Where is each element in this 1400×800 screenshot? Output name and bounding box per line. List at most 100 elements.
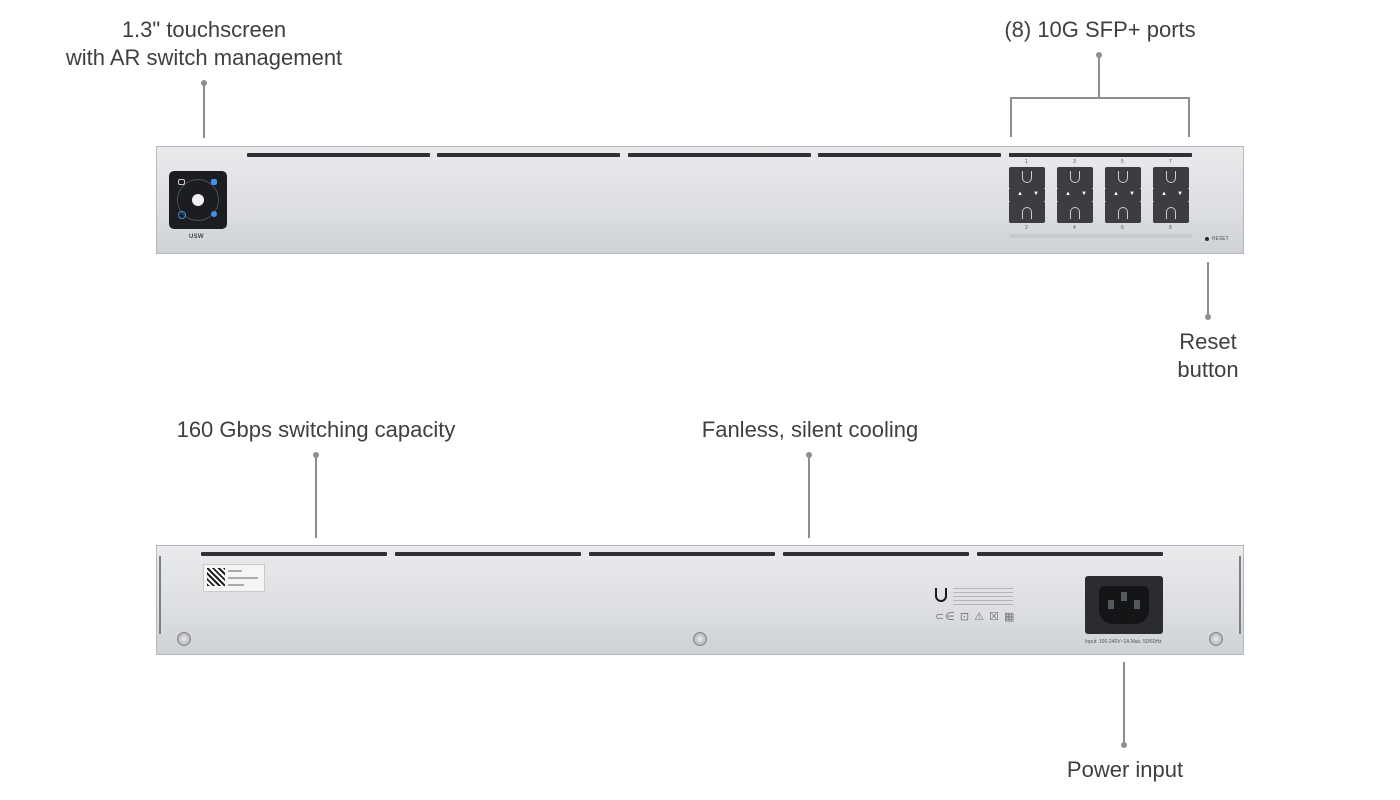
vent-slot — [201, 552, 387, 556]
vent-slot — [437, 153, 620, 157]
port-number-top: 5 — [1121, 159, 1124, 165]
vent-slot — [395, 552, 581, 556]
sfp-port[interactable] — [1057, 167, 1093, 189]
sfp-port[interactable] — [1057, 201, 1093, 223]
latch-icon — [1070, 207, 1080, 219]
label-line — [228, 570, 242, 572]
bracket-sfp-right — [1188, 97, 1190, 137]
reset-label: RESET — [1212, 236, 1229, 242]
power-pin — [1121, 592, 1127, 601]
arrow-up-icon: ▲ — [1065, 191, 1071, 197]
arrow-down-icon: ▼ — [1177, 191, 1183, 197]
leader-dot-power — [1121, 742, 1127, 748]
status-icon — [211, 211, 217, 217]
vent-slot — [247, 153, 430, 157]
leader-power — [1123, 662, 1125, 744]
bracket-sfp — [1010, 97, 1190, 99]
leader-sfp — [1098, 54, 1100, 98]
label-line — [228, 584, 244, 586]
touch-center-button[interactable] — [192, 194, 204, 206]
callout-power: Power input — [1050, 756, 1200, 784]
bracket-sfp-left — [1010, 97, 1012, 137]
callout-sfp-ports-label: (8) 10G SFP+ ports — [1004, 17, 1196, 42]
arrow-down-icon: ▼ — [1081, 191, 1087, 197]
callout-reset-line1: Reset — [1179, 329, 1237, 354]
callout-power-label: Power input — [1066, 757, 1184, 782]
arrow-up-icon: ▲ — [1017, 191, 1023, 197]
callout-touchscreen-line1: 1.3" touchscreen — [121, 17, 287, 42]
leader-switching — [315, 454, 317, 538]
brand-label: USW — [189, 234, 204, 240]
screw-icon — [177, 632, 191, 646]
callout-touchscreen: 1.3" touchscreen with AR switch manageme… — [56, 16, 352, 72]
sfp-port[interactable] — [1153, 201, 1189, 223]
touch-dial — [177, 179, 219, 221]
port-number-bottom: 4 — [1073, 225, 1076, 231]
serial-label-sticker — [203, 564, 265, 592]
leader-touchscreen — [203, 82, 205, 138]
port-number-bottom: 2 — [1025, 225, 1028, 231]
callout-cooling: Fanless, silent cooling — [690, 416, 930, 444]
callout-switching-label: 160 Gbps switching capacity — [176, 417, 456, 442]
sfp-port[interactable] — [1153, 167, 1189, 189]
vent-slot — [977, 552, 1163, 556]
vent-slot — [783, 552, 969, 556]
port-number-top: 7 — [1169, 159, 1172, 165]
sfp-port[interactable] — [1105, 167, 1141, 189]
latch-icon — [1022, 207, 1032, 219]
info-icon — [178, 211, 186, 219]
qr-code-icon — [207, 568, 225, 586]
leader-cooling — [808, 454, 810, 538]
latch-icon — [1166, 171, 1176, 183]
port-status-arrows: ▲▼ — [1153, 189, 1189, 201]
callout-reset-line2: button — [1177, 357, 1239, 382]
latch-icon — [1022, 171, 1032, 183]
port-status-arrows: ▲▼ — [1009, 189, 1045, 201]
power-socket — [1099, 586, 1149, 624]
power-pin — [1108, 600, 1114, 609]
callout-switching: 160 Gbps switching capacity — [160, 416, 472, 444]
touchscreen-display[interactable] — [169, 171, 227, 229]
leader-reset — [1207, 262, 1209, 316]
sfp-group-label-strip — [1009, 234, 1192, 238]
latch-icon — [1166, 207, 1176, 219]
callout-reset: Reset button — [1158, 328, 1258, 384]
sfp-port[interactable] — [1009, 167, 1045, 189]
screen-icon — [178, 179, 185, 185]
arrow-up-icon: ▲ — [1161, 191, 1167, 197]
power-rating-label: Input: 100-240V~1A Max. 50/60Hz — [1085, 639, 1162, 645]
ubiquiti-logo-icon — [935, 588, 947, 602]
certification-marks-icon: ⊂∈ ⊡ ⚠ ☒ ▦ — [935, 611, 1016, 623]
latch-icon — [1118, 207, 1128, 219]
port-number-top: 1 — [1025, 159, 1028, 165]
arrow-up-icon: ▲ — [1113, 191, 1119, 197]
callout-touchscreen-line2: with AR switch management — [65, 45, 343, 70]
port-status-arrows: ▲▼ — [1057, 189, 1093, 201]
power-pin — [1134, 600, 1140, 609]
latch-icon — [1070, 171, 1080, 183]
device-icon — [211, 179, 217, 185]
callout-cooling-label: Fanless, silent cooling — [701, 417, 919, 442]
vent-slot — [589, 552, 775, 556]
port-number-top: 3 — [1073, 159, 1076, 165]
arrow-down-icon: ▼ — [1033, 191, 1039, 197]
reset-button[interactable] — [1205, 237, 1209, 241]
screw-icon — [693, 632, 707, 646]
latch-icon — [1118, 171, 1128, 183]
arrow-down-icon: ▼ — [1129, 191, 1135, 197]
port-status-arrows: ▲▼ — [1105, 189, 1141, 201]
leader-dot-reset — [1205, 314, 1211, 320]
vent-slot — [628, 153, 811, 157]
sfp-port[interactable] — [1105, 201, 1141, 223]
screw-icon — [1209, 632, 1223, 646]
rear-edge-right — [1239, 556, 1241, 634]
power-inlet[interactable] — [1085, 576, 1163, 634]
vent-slot — [818, 153, 1001, 157]
rear-edge-left — [159, 556, 161, 634]
regulatory-text — [953, 588, 1013, 608]
sfp-top-strip — [1009, 153, 1192, 157]
sfp-port[interactable] — [1009, 201, 1045, 223]
label-line — [228, 577, 258, 579]
